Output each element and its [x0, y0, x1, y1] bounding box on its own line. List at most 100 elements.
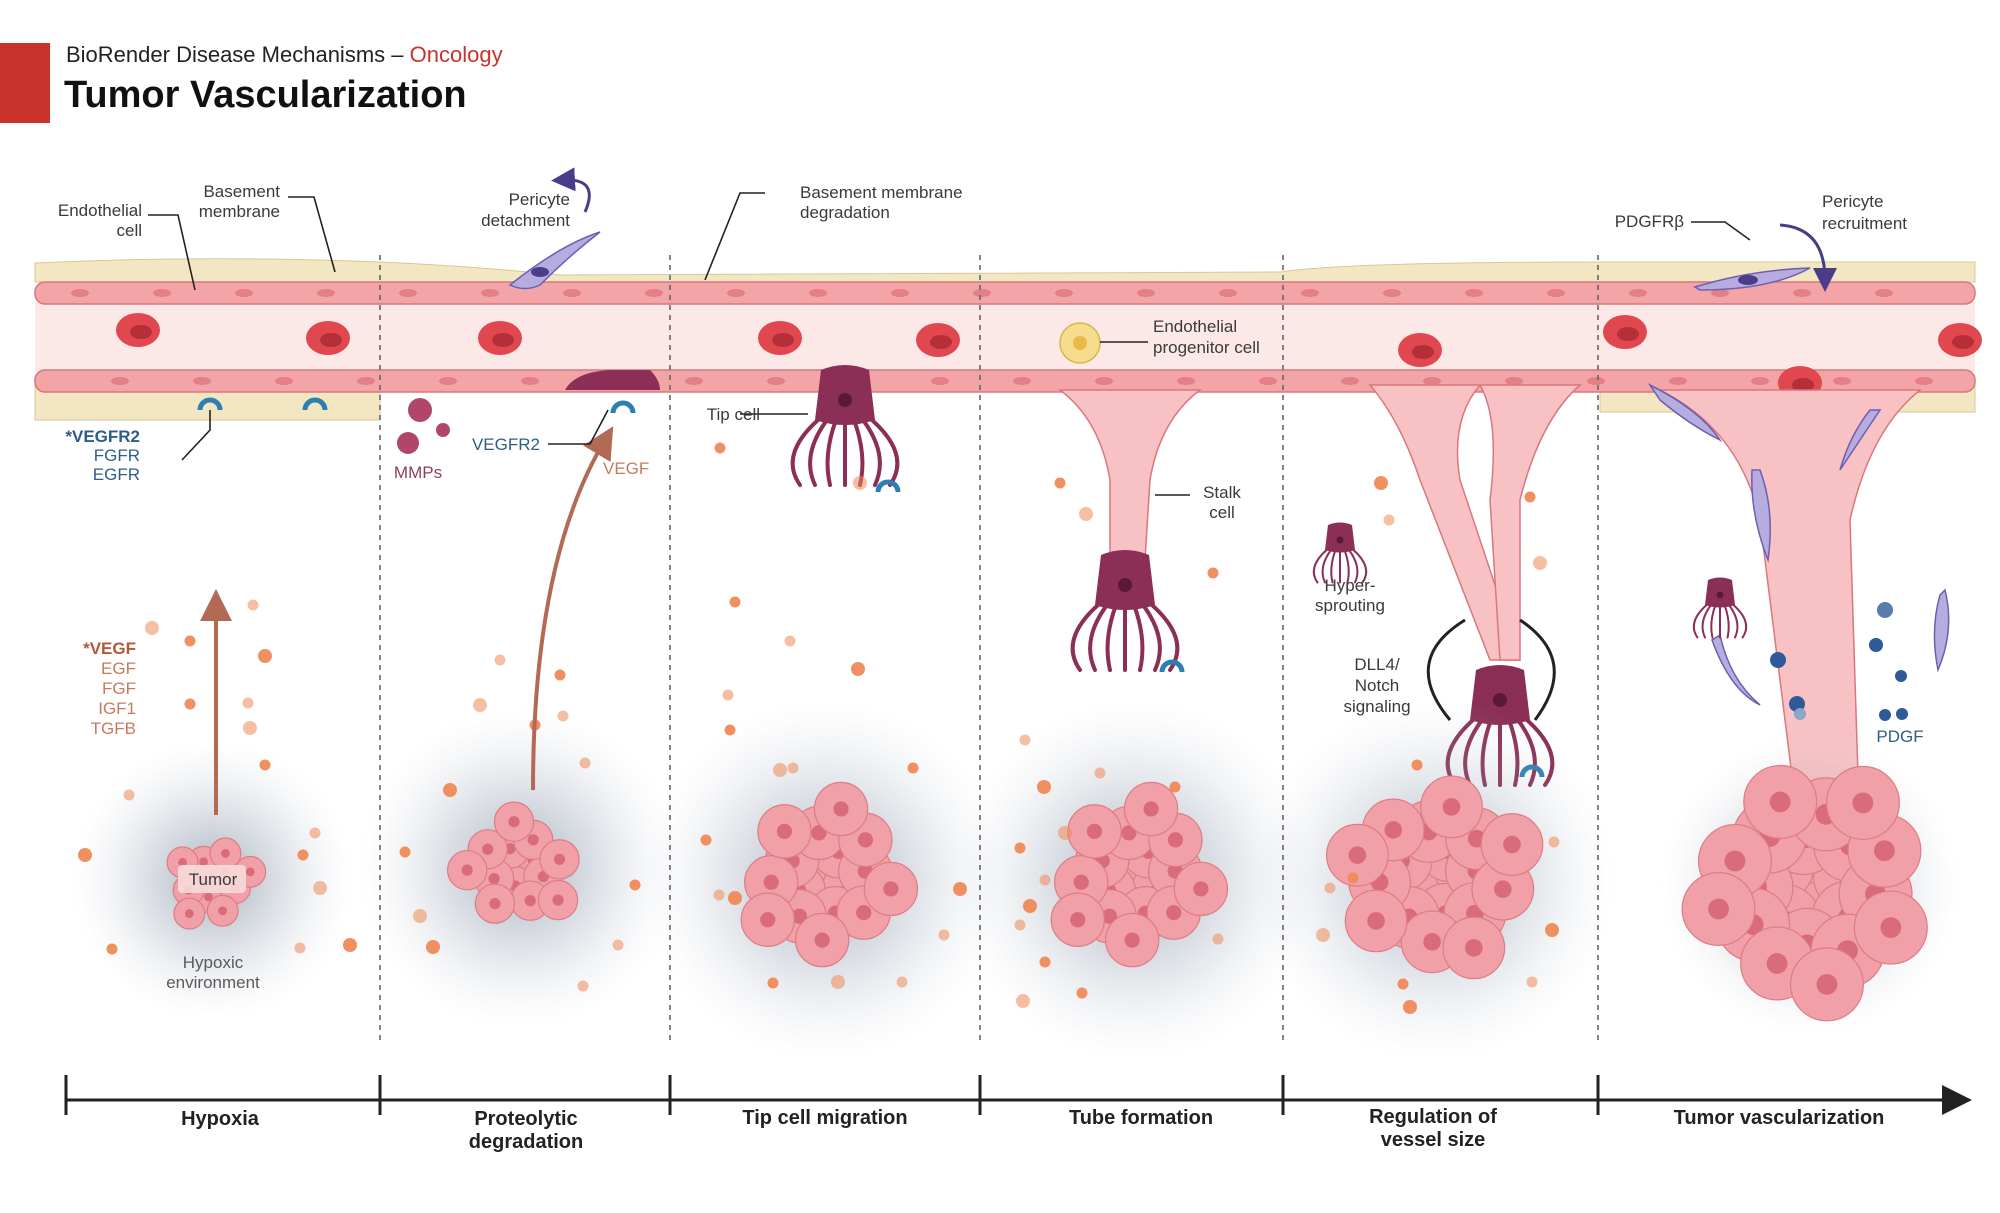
endothelial-nucleus: [931, 377, 949, 385]
vegf-particle: [297, 849, 309, 861]
tumor: [1255, 700, 1615, 1060]
annotation-labels: Endothelial cell Basement membrane *VEGF…: [58, 182, 1924, 992]
red-blood-cell: [1398, 333, 1442, 367]
label-hypoxic-2: environment: [166, 973, 260, 992]
vegf-particle: [123, 789, 135, 801]
endothelial-nucleus: [1137, 289, 1155, 297]
receptor: [875, 479, 901, 493]
vegf-particle: [1054, 477, 1066, 489]
label-basement-membrane-2: membrane: [199, 202, 280, 221]
vegf-particle: [494, 654, 506, 666]
tumor: [360, 708, 680, 1028]
vegf-particle: [1374, 476, 1388, 490]
endothelial-nucleus: [71, 289, 89, 297]
subtitle-accent: Oncology: [409, 42, 503, 67]
label-tip-cell: Tip cell: [707, 405, 760, 424]
vegf-particle: [787, 762, 799, 774]
vegf-particle: [554, 669, 566, 681]
stage-label-5: Regulation of: [1369, 1106, 1497, 1128]
receptor: [302, 397, 328, 411]
label-pericyte-detachment: Pericyte: [509, 190, 570, 209]
tumors: [73, 700, 1960, 1060]
label-egf: EGF: [101, 659, 136, 678]
red-blood-cell: [306, 321, 350, 355]
vegf-particle: [145, 621, 159, 635]
mmp-enzymes: [397, 398, 450, 454]
page-title: Tumor Vascularization: [64, 74, 467, 116]
label-tgfb: TGFB: [91, 719, 136, 738]
stage-label-2: Proteolytic: [474, 1108, 577, 1130]
vegf-particle: [243, 721, 257, 735]
endothelial-nucleus: [1341, 377, 1359, 385]
endothelial-nucleus: [1259, 377, 1277, 385]
endothelial-nucleus: [235, 289, 253, 297]
label-stalk-cell-2: cell: [1209, 503, 1235, 522]
endothelial-nucleus: [399, 289, 417, 297]
vegf-particle: [1316, 928, 1330, 942]
endothelial-nucleus: [645, 289, 663, 297]
endothelial-nucleus: [439, 377, 457, 385]
tip-cell: [1070, 550, 1180, 672]
endothelial-nucleus: [1875, 289, 1893, 297]
endothelial-nucleus: [973, 289, 991, 297]
vegf-particle: [443, 783, 457, 797]
notch-inhibition-marks: [1426, 618, 1556, 721]
label-pdgfrb: PDGFRβ: [1615, 212, 1685, 231]
vegf-particles: [78, 442, 1560, 1014]
vegf-particle: [247, 599, 259, 611]
subtitle-prefix: BioRender Disease Mechanisms –: [66, 42, 404, 67]
pericyte-detaching: [508, 231, 601, 290]
vegf-particle: [1526, 976, 1538, 988]
endothelial-nucleus: [153, 289, 171, 297]
vegf-particle: [1169, 781, 1181, 793]
stage-label-2b: degradation: [469, 1131, 583, 1153]
stage-label-5b: vessel size: [1381, 1129, 1486, 1151]
vegf-particle: [1079, 507, 1093, 521]
vegf-particle: [1039, 874, 1051, 886]
label-vegf-star: *VEGF: [83, 639, 136, 658]
vegf-particle: [1094, 767, 1106, 779]
red-blood-cell: [1938, 323, 1982, 357]
endothelial-nucleus: [727, 289, 745, 297]
endothelial-nucleus: [275, 377, 293, 385]
pericyte-recruitment-arrow: [1779, 223, 1837, 292]
label-bm-degradation-2: degradation: [800, 203, 890, 222]
vegf-particle: [1037, 780, 1051, 794]
label-pericyte-detachment-2: detachment: [481, 211, 570, 230]
vegf-particle: [1212, 933, 1224, 945]
stage-label-3: Tip cell migration: [742, 1107, 907, 1129]
vegf-particle: [851, 662, 865, 676]
endothelial-nucleus: [563, 289, 581, 297]
vegf-particle: [1076, 987, 1088, 999]
label-basement-membrane: Basement: [203, 182, 280, 201]
vegf-particle: [294, 942, 306, 954]
endothelial-nucleus: [1219, 289, 1237, 297]
stage-dividers: [379, 255, 1599, 1040]
vegf-particle: [1014, 919, 1026, 931]
vegf-particle: [938, 929, 950, 941]
label-egfr: EGFR: [93, 465, 140, 484]
endothelial-nucleus: [1915, 377, 1933, 385]
vegf-particle: [1347, 872, 1359, 884]
vegf-particle: [1403, 1000, 1417, 1014]
label-pdgf: PDGF: [1876, 727, 1923, 746]
endothelial-nucleus: [1587, 377, 1605, 385]
receptor: [610, 400, 636, 414]
vegf-particle: [1019, 734, 1031, 746]
label-signaling: signaling: [1343, 697, 1410, 716]
stage-labels: Hypoxia Proteolytic degradation Tip cell…: [181, 1106, 1884, 1153]
pdgf-particles: [1770, 602, 1908, 721]
vegf-particle: [343, 938, 357, 952]
vegf-particle: [700, 834, 712, 846]
vegf-particle: [714, 442, 726, 454]
vegf-particle: [722, 689, 734, 701]
vegf-particle: [953, 882, 967, 896]
vegf-particle: [78, 848, 92, 862]
red-blood-cell: [478, 321, 522, 355]
label-hypoxic: Hypoxic: [183, 953, 244, 972]
vegf-particle: [1411, 759, 1423, 771]
vegf-particle: [184, 635, 196, 647]
sprout-tube: [1057, 389, 1203, 561]
label-notch: Notch: [1355, 676, 1399, 695]
